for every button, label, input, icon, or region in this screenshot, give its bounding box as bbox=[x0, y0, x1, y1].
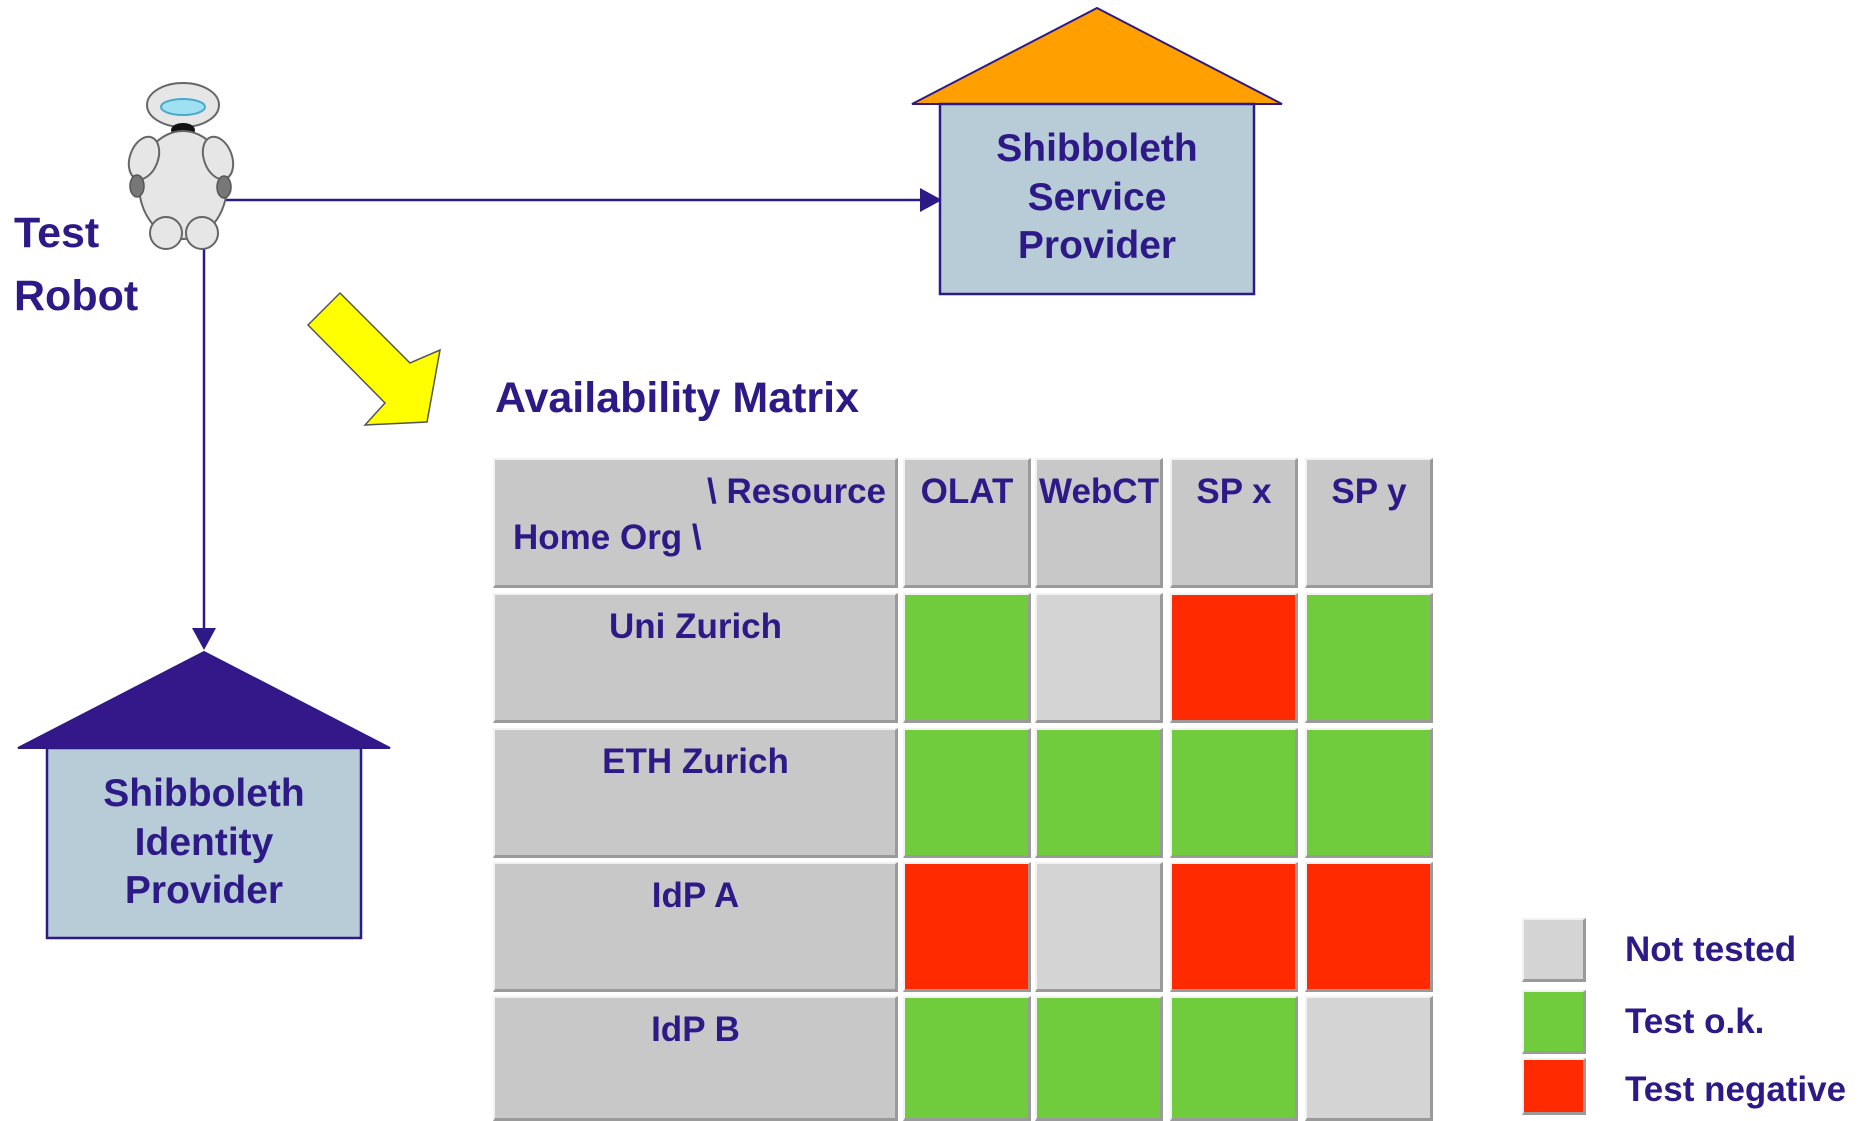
robot-label-line1: Test bbox=[14, 209, 100, 257]
legend-label: Test o.k. bbox=[1625, 1002, 1765, 1041]
matrix-row-header bbox=[493, 593, 898, 723]
robot-icon bbox=[127, 82, 235, 250]
matrix-row-header bbox=[493, 862, 898, 992]
legend-label: Test negative bbox=[1625, 1070, 1847, 1109]
robot-to-sp-arrowhead bbox=[920, 188, 942, 212]
service-provider-label: Shibboleth Service Provider bbox=[940, 118, 1254, 278]
matrix-column-header-label: OLAT bbox=[920, 472, 1014, 511]
matrix-corner-resource-label: \ Resource bbox=[707, 472, 886, 511]
sp-line-2: Service bbox=[1027, 175, 1167, 219]
matrix-column-header bbox=[1170, 458, 1298, 588]
matrix-status-cell bbox=[1170, 996, 1298, 1121]
robot-label-line2: Robot bbox=[14, 272, 139, 320]
matrix-status-cell bbox=[903, 996, 1031, 1121]
matrix-column-header bbox=[903, 458, 1031, 588]
identity-provider-roof bbox=[17, 650, 391, 749]
matrix-status-cell bbox=[903, 862, 1031, 992]
legend-swatch bbox=[1522, 1058, 1586, 1115]
matrix-status-cell bbox=[1170, 593, 1298, 723]
legend-label: Not tested bbox=[1625, 930, 1797, 969]
matrix-status-cell bbox=[1305, 862, 1433, 992]
matrix-row-header-label: Uni Zurich bbox=[608, 607, 783, 646]
legend-swatch bbox=[1522, 918, 1586, 982]
matrix-status-cell bbox=[1035, 728, 1163, 858]
matrix-status-cell bbox=[903, 593, 1031, 723]
matrix-row-header-label: ETH Zurich bbox=[602, 742, 789, 781]
matrix-status-cell bbox=[1170, 728, 1298, 858]
robot-to-idp-arrowhead bbox=[192, 628, 216, 650]
matrix-status-cell bbox=[1305, 728, 1433, 858]
matrix-status-cell bbox=[1035, 593, 1163, 723]
legend-swatch bbox=[1522, 990, 1586, 1054]
identity-provider-label: Shibboleth Identity Provider bbox=[47, 763, 361, 923]
matrix-column-header bbox=[1035, 458, 1163, 588]
matrix-column-header bbox=[1305, 458, 1433, 588]
matrix-corner-cell bbox=[493, 458, 898, 588]
sp-line-3: Provider bbox=[1017, 224, 1177, 268]
matrix-row-header-label: IdP B bbox=[651, 1010, 740, 1049]
sp-line-1: Shibboleth bbox=[996, 126, 1198, 170]
robot-label: Test Robot bbox=[14, 202, 138, 328]
matrix-row-header bbox=[493, 996, 898, 1121]
matrix-column-header-label: WebCT bbox=[1039, 472, 1159, 511]
matrix-status-cell bbox=[1305, 996, 1433, 1121]
matrix-column-header-label: SP x bbox=[1196, 472, 1272, 511]
idp-line-3: Provider bbox=[124, 869, 284, 913]
service-provider-box bbox=[938, 102, 1256, 296]
matrix-column-header-label: SP y bbox=[1331, 472, 1407, 511]
idp-line-2: Identity bbox=[134, 820, 274, 864]
flow-arrow-icon bbox=[306, 291, 441, 426]
service-provider-roof bbox=[911, 6, 1283, 105]
identity-provider-box bbox=[45, 746, 363, 940]
idp-line-1: Shibboleth bbox=[103, 771, 305, 815]
matrix-status-cell bbox=[1035, 996, 1163, 1121]
matrix-title: Availability Matrix bbox=[495, 374, 860, 422]
matrix-status-cell bbox=[1305, 593, 1433, 723]
matrix-status-cell bbox=[1035, 862, 1163, 992]
matrix-corner-home-org-label: Home Org \ bbox=[513, 518, 702, 557]
matrix-status-cell bbox=[1170, 862, 1298, 992]
matrix-row-header-label: IdP A bbox=[651, 876, 740, 915]
matrix-status-cell bbox=[903, 728, 1031, 858]
matrix-row-header bbox=[493, 728, 898, 858]
